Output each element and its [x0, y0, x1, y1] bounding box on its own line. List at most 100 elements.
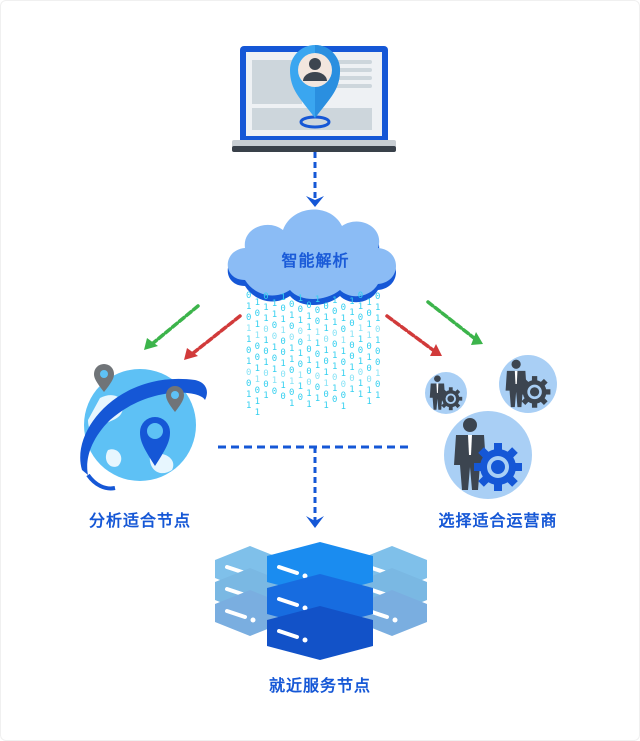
binary-digit: 1 — [358, 379, 363, 389]
binary-digit: 0 — [332, 395, 337, 405]
binary-digit: 1 — [358, 357, 363, 367]
binary-digit: 0 — [366, 375, 371, 385]
binary-digit: 1 — [341, 369, 346, 379]
binary-digit: 1 — [272, 343, 277, 353]
location-pin-gray-icon — [94, 364, 114, 392]
carrier-circle — [499, 355, 557, 413]
binary-digit: 1 — [246, 335, 251, 345]
binary-digit: 1 — [332, 351, 337, 361]
binary-digit: 0 — [315, 383, 320, 393]
binary-digit: 0 — [289, 366, 294, 376]
binary-digit: 0 — [298, 360, 303, 370]
binary-digit: 1 — [366, 386, 371, 396]
binary-digit: 1 — [315, 295, 320, 305]
binary-digit: 1 — [306, 389, 311, 399]
binary-digit: 1 — [280, 315, 285, 325]
binary-digit: 1 — [306, 323, 311, 333]
binary-digit: 0 — [358, 291, 363, 301]
binary-digit: 1 — [375, 314, 380, 324]
binary-digit: 1 — [246, 357, 251, 367]
binary-digit: 0 — [298, 393, 303, 403]
gear-icon — [474, 443, 522, 491]
carrier-circle — [444, 411, 532, 499]
binary-digit: 0 — [289, 300, 294, 310]
binary-digit: 1 — [366, 397, 371, 407]
binary-digit: 0 — [349, 374, 354, 384]
binary-digit: 0 — [323, 390, 328, 400]
binary-digit: 0 — [263, 380, 268, 390]
binary-digit: 1 — [298, 371, 303, 381]
gear-icon — [439, 387, 463, 411]
binary-digit: 1 — [289, 344, 294, 354]
binary-digit: 0 — [246, 379, 251, 389]
binary-digit: 0 — [341, 325, 346, 335]
resolver-label: 智能解析 — [281, 251, 350, 270]
binary-digit: 1 — [375, 391, 380, 401]
binary-digit: 1 — [341, 336, 346, 346]
arrow-red-left — [184, 314, 242, 360]
binary-digit: 0 — [341, 358, 346, 368]
location-pin-blue-icon — [140, 417, 170, 466]
arrowhead-to-server — [306, 516, 324, 528]
binary-digit: 0 — [272, 387, 277, 397]
binary-digit: 1 — [298, 316, 303, 326]
server-stack-icon — [215, 542, 427, 660]
binary-digit: 0 — [375, 347, 380, 357]
binary-digit: 1 — [306, 400, 311, 410]
binary-digit: 1 — [323, 401, 328, 411]
binary-digit: 0 — [358, 368, 363, 378]
binary-digit: 1 — [349, 297, 354, 307]
binary-digit: 1 — [255, 364, 260, 374]
binary-digit: 0 — [375, 358, 380, 368]
binary-digit: 0 — [306, 378, 311, 388]
binary-digit: 0 — [315, 306, 320, 316]
carrier-circle — [425, 372, 467, 414]
binary-digit: 1 — [358, 335, 363, 345]
businessman-icon — [505, 359, 527, 408]
binary-digit: 1 — [306, 312, 311, 322]
binary-digit: 0 — [375, 380, 380, 390]
binary-digit: 1 — [263, 303, 268, 313]
binary-digit: 1 — [323, 324, 328, 334]
binary-digit: 0 — [341, 303, 346, 313]
binary-digit: 1 — [332, 318, 337, 328]
binary-digit: 1 — [323, 346, 328, 356]
binary-digit: 0 — [263, 292, 268, 302]
binary-digit: 1 — [255, 331, 260, 341]
binary-digit: 0 — [341, 380, 346, 390]
binary-digit: 0 — [263, 325, 268, 335]
binary-digit: 0 — [255, 353, 260, 363]
binary-digit: 0 — [289, 322, 294, 332]
binary-digit: 0 — [315, 317, 320, 327]
binary-digit: 0 — [255, 309, 260, 319]
binary-digit: 0 — [358, 346, 363, 356]
user-location-pin-icon — [290, 45, 340, 129]
binary-digit: 0 — [349, 341, 354, 351]
businessman-icon — [454, 418, 486, 490]
binary-digit: 0 — [332, 340, 337, 350]
binary-digit: 0 — [298, 338, 303, 348]
binary-digit: 0 — [246, 346, 251, 356]
binary-digit: 1 — [349, 385, 354, 395]
binary-digit: 1 — [375, 303, 380, 313]
binary-digit: 0 — [315, 350, 320, 360]
binary-digit: 0 — [289, 333, 294, 343]
binary-digit: 1 — [255, 375, 260, 385]
binary-digit: 0 — [246, 291, 251, 301]
binary-digit: 1 — [272, 365, 277, 375]
analyze-node-label: 分析适合节点 — [88, 511, 191, 530]
binary-digit: 1 — [366, 298, 371, 308]
binary-digit: 1 — [358, 302, 363, 312]
binary-digit: 1 — [298, 382, 303, 392]
binary-digit: 1 — [289, 399, 294, 409]
binary-digit: 1 — [315, 361, 320, 371]
businessman-gear-group — [425, 355, 557, 499]
binary-digit: 1 — [246, 390, 251, 400]
binary-digit: 0 — [366, 342, 371, 352]
binary-digit: 1 — [289, 377, 294, 387]
binary-digit: 1 — [349, 363, 354, 373]
binary-digit: 0 — [280, 370, 285, 380]
binary-digit: 0 — [298, 305, 303, 315]
binary-digit: 1 — [315, 394, 320, 404]
binary-digit: 0 — [280, 304, 285, 314]
